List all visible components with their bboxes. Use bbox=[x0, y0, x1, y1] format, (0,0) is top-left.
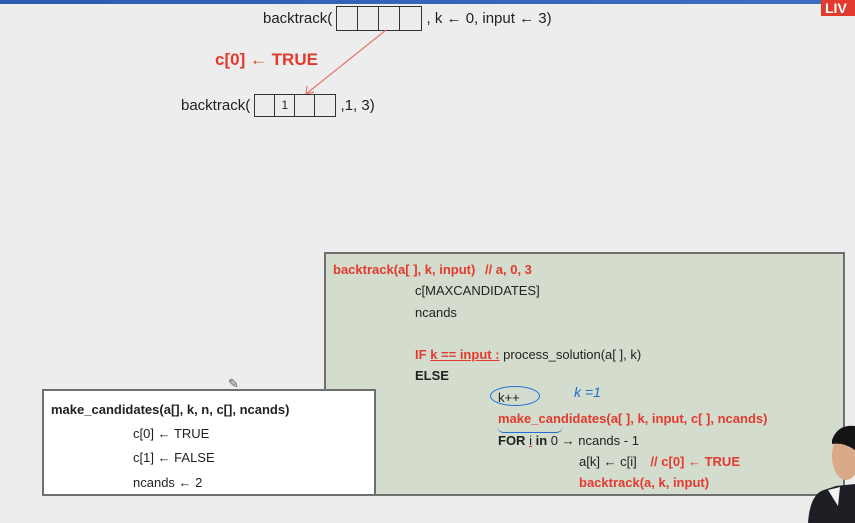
backtrack-call-next: backtrack( 1 ,1, 3) bbox=[181, 94, 375, 117]
array-cell bbox=[337, 7, 359, 30]
for-range: 0 → ncands - 1 bbox=[550, 433, 639, 448]
assign-comment: // c[0] ← TRUE bbox=[650, 454, 740, 469]
array-cell: 1 bbox=[275, 95, 296, 116]
backtrack-code-panel: backtrack(a[ ], k, input) // a, 0, 3 c[M… bbox=[324, 252, 845, 496]
make-candidates-panel: make_candidates(a[], k, n, c[], ncands) … bbox=[42, 389, 376, 496]
code-line-else: ELSE bbox=[415, 368, 449, 383]
live-badge: LIV bbox=[821, 0, 855, 16]
code-line-decl2: ncands bbox=[415, 305, 457, 320]
for-in-keyword: in bbox=[535, 433, 548, 448]
code-line-assign: a[k] ← c[i] // c[0] ← TRUE bbox=[579, 454, 740, 469]
pencil-cursor-icon: ✎ bbox=[228, 376, 239, 391]
code-line-if: IF k == input : process_solution(a[ ], k… bbox=[415, 347, 641, 362]
if-condition: k == input : bbox=[430, 347, 500, 362]
top-strip bbox=[0, 0, 855, 4]
call-label: backtrack( bbox=[263, 10, 333, 27]
handwritten-circle bbox=[490, 386, 540, 406]
call-label: backtrack( bbox=[181, 97, 251, 114]
array-cells bbox=[336, 6, 423, 31]
code-line-make-candidates: make_candidates(a[ ], k, input, c[ ], nc… bbox=[498, 411, 768, 426]
code-line-recurse: backtrack(a, k, input) bbox=[579, 475, 710, 490]
array-cell bbox=[358, 7, 380, 30]
signature-comment: // a, 0, 3 bbox=[484, 262, 532, 277]
array-cells: 1 bbox=[254, 94, 337, 117]
if-body: process_solution(a[ ], k) bbox=[503, 347, 642, 362]
make-candidates-line: c[0] ← TRUE bbox=[133, 426, 210, 441]
make-candidates-line: ncands ← 2 bbox=[133, 475, 203, 490]
call-args: , k ← 0, input ← 3) bbox=[426, 10, 552, 27]
backtrack-call-initial: backtrack( , k ← 0, input ← 3) bbox=[263, 6, 552, 31]
handwritten-note: k =1 bbox=[574, 384, 601, 400]
assignment-label: c[0] ← TRUE bbox=[215, 50, 318, 69]
make-candidates-signature: make_candidates(a[], k, n, c[], ncands) bbox=[51, 402, 290, 417]
handwritten-underline bbox=[497, 426, 563, 433]
array-cell bbox=[379, 7, 401, 30]
call-args: ,1, 3) bbox=[340, 97, 375, 114]
make-candidates-line: c[1] ← FALSE bbox=[133, 450, 215, 465]
array-cell bbox=[295, 95, 316, 116]
assign-statement: a[k] ← c[i] bbox=[579, 454, 637, 469]
if-keyword: IF bbox=[415, 347, 427, 362]
array-cell bbox=[315, 95, 335, 116]
for-keyword: FOR bbox=[498, 433, 526, 448]
for-variable: i bbox=[529, 433, 532, 448]
function-signature: backtrack(a[ ], k, input) bbox=[333, 262, 476, 277]
presenter-video bbox=[808, 425, 855, 523]
code-line-for: FOR i in 0 → ncands - 1 bbox=[498, 433, 639, 448]
array-cell bbox=[255, 95, 276, 116]
code-signature: backtrack(a[ ], k, input) // a, 0, 3 bbox=[333, 262, 532, 277]
code-line-decl1: c[MAXCANDIDATES] bbox=[415, 283, 540, 298]
